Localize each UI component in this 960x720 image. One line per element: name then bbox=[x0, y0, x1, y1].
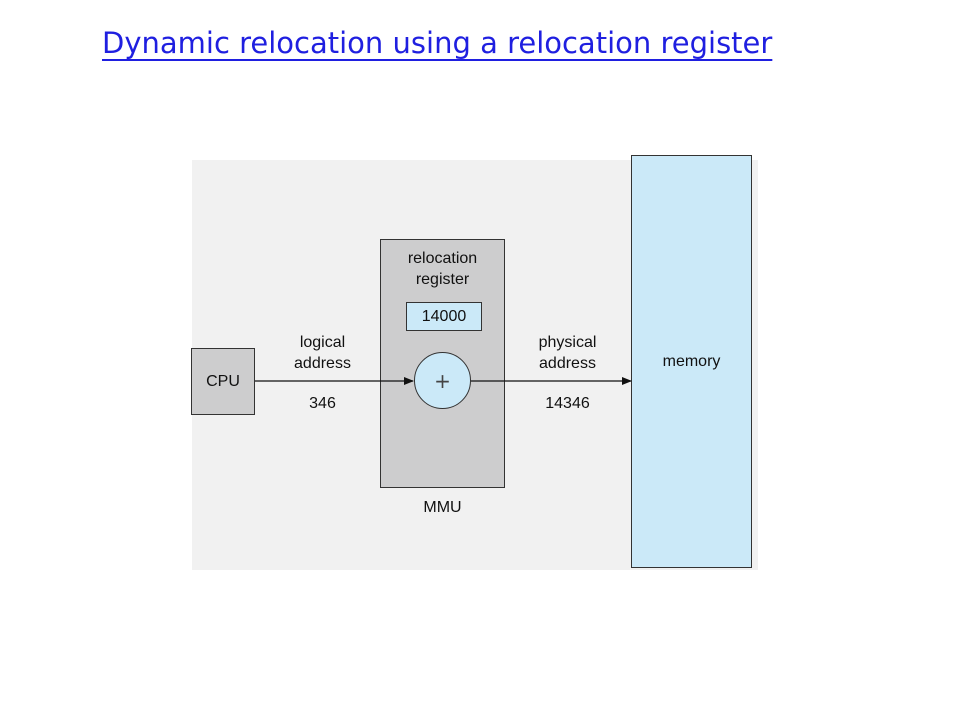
physical-address-label-line2: address bbox=[539, 355, 596, 372]
slide-title: Dynamic relocation using a relocation re… bbox=[102, 26, 773, 60]
logical-address-label-line1: logical bbox=[299, 334, 346, 351]
relocation-register-label: relocation register bbox=[380, 248, 505, 290]
relocation-register-label-line2: register bbox=[415, 271, 470, 288]
memory-box: memory bbox=[631, 155, 752, 568]
physical-address-label: physical address bbox=[520, 332, 615, 374]
physical-address-label-line1: physical bbox=[538, 334, 597, 351]
logical-address-label: logical address bbox=[275, 332, 370, 374]
adder-circle: + bbox=[414, 352, 471, 409]
mmu-label: MMU bbox=[423, 499, 462, 516]
logical-address-label-line2: address bbox=[294, 355, 351, 372]
logical-address-value: 346 bbox=[309, 395, 336, 412]
physical-address-value: 14346 bbox=[545, 395, 590, 412]
cpu-label: CPU bbox=[206, 372, 240, 390]
relocation-register-value: 14000 bbox=[406, 302, 482, 331]
cpu-box: CPU bbox=[191, 348, 255, 415]
relocation-register-label-line1: relocation bbox=[407, 250, 478, 267]
memory-label: memory bbox=[662, 352, 721, 370]
